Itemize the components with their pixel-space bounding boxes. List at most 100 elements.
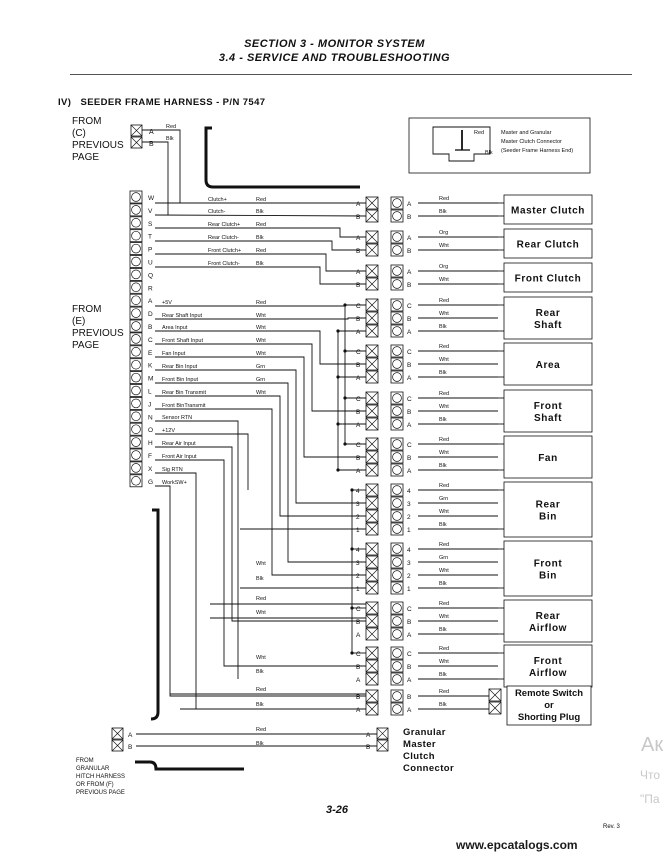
signal-name: Front Air Input [162,454,197,460]
mid-wire-color: Red [256,596,266,602]
pin-cross [365,324,379,338]
granular-wire-color: Blk [256,741,264,747]
device-pin-letter-left: 2 [356,573,360,580]
device-wire-color: Wht [439,450,449,456]
device-connector-pin-right [390,659,404,673]
pin-cross [365,568,379,582]
signal-wire-color: Wht [256,325,266,331]
device-pin-letter-right: C [407,651,412,658]
left-e-pin [129,358,143,372]
device-connector-pin-right [390,496,404,510]
pin-circle [392,498,402,508]
pin-circle [392,648,402,658]
left-e-pin [129,190,143,204]
granular-label: Connector [403,763,454,774]
device-wire-color: Grn [439,555,448,561]
device-connector-pin-right [390,689,404,703]
device-pin-letter-right: B [407,664,411,671]
pin-cross [365,627,379,641]
device-pin-letter-right: B [407,409,411,416]
pin-circle [392,465,402,475]
pin-circle [392,661,402,671]
device-wire-color: Red [439,344,449,350]
signal-name: Clutch- [208,209,226,215]
device-pin-letter-left: A [356,329,361,336]
device-pin-letter-left: 1 [356,527,360,534]
pin-cross [365,277,379,291]
pin-circle [392,211,402,221]
legend-blk: Blk [485,150,493,156]
device-pin-letter-right: A [407,707,412,714]
pin-cross [376,727,389,740]
signal-wire [155,317,366,320]
device-connector-pin-right [390,264,404,278]
pin-circle [131,256,141,267]
device-label: or [544,700,554,711]
left-e-pin-letter: H [148,440,153,447]
pin-cross [365,483,379,497]
pin-cross [130,136,143,149]
pin-circle [392,439,402,449]
device-connector-pin-right [390,509,404,523]
device-connector-pin-right [390,463,404,477]
header-rule [70,74,632,75]
signal-wire [155,446,366,622]
signal-name: Front Bin Input [162,377,199,383]
page-number: 3-26 [326,804,349,816]
left-e-pin [129,306,143,320]
subsection-title: 3.4 - SERVICE AND TROUBLESHOOTING [218,52,451,64]
device-pin-letter-left: A [356,707,361,714]
device-label: Shaft [534,413,562,424]
pin-cross [365,672,379,686]
pin-circle [392,232,402,242]
granular-pin-letter: A [366,732,371,739]
device-pin-letter-right: C [407,442,412,449]
legend-connector-shape [432,126,491,162]
device-label: Rear [536,611,561,622]
device-pin-letter-right: C [407,349,412,356]
left-e-pin-letter: F [148,453,152,460]
left-e-pin-letter: T [148,234,152,241]
device-pin-letter-right: 4 [407,488,411,495]
pin-cross [365,357,379,371]
left-e-pin [129,203,143,217]
device-pin-letter-left: A [356,201,361,208]
device-pin-letter-left: B [356,455,360,462]
pin-cross [365,646,379,660]
mid-wire-color: Blk [256,669,264,675]
device-wire-color: Grn [439,496,448,502]
device-box [503,262,593,293]
left-e-pin-letter: X [148,466,153,473]
device-connector-pin-right [390,230,404,244]
device-connector-pin-right [390,417,404,431]
pin-cross [365,230,379,244]
device-pin-letter-right: A [407,677,412,684]
left-e-pin-letter: V [148,208,153,215]
device-connector-pin-right [390,209,404,223]
device-pin-letter-left: B [356,362,360,369]
pin-cross [130,124,143,137]
pin-circle [392,300,402,310]
left-e-pin [129,255,143,268]
device-box [503,389,593,433]
signal-name: Rear Shaft Input [162,313,203,319]
junction-dot [343,396,347,400]
signal-name: Area Input [162,325,188,331]
left-e-pin [129,293,143,307]
device-label: Rear Clutch [517,240,580,251]
device-box [503,644,593,688]
device-connector-pin-right [390,702,404,716]
signal-wire-color: Grn [256,364,265,370]
left-e-pin-letter: P [148,247,152,254]
left-c-wire-color: Blk [166,136,174,142]
pin-circle [392,616,402,626]
device-pin-letter-right: A [407,468,412,475]
device-pin-letter-right: 2 [407,514,411,521]
signal-wire-color: Red [256,300,266,306]
signal-wire-color: Wht [256,351,266,357]
device-pin-letter-right: A [407,422,412,429]
pin-circle [131,334,141,344]
